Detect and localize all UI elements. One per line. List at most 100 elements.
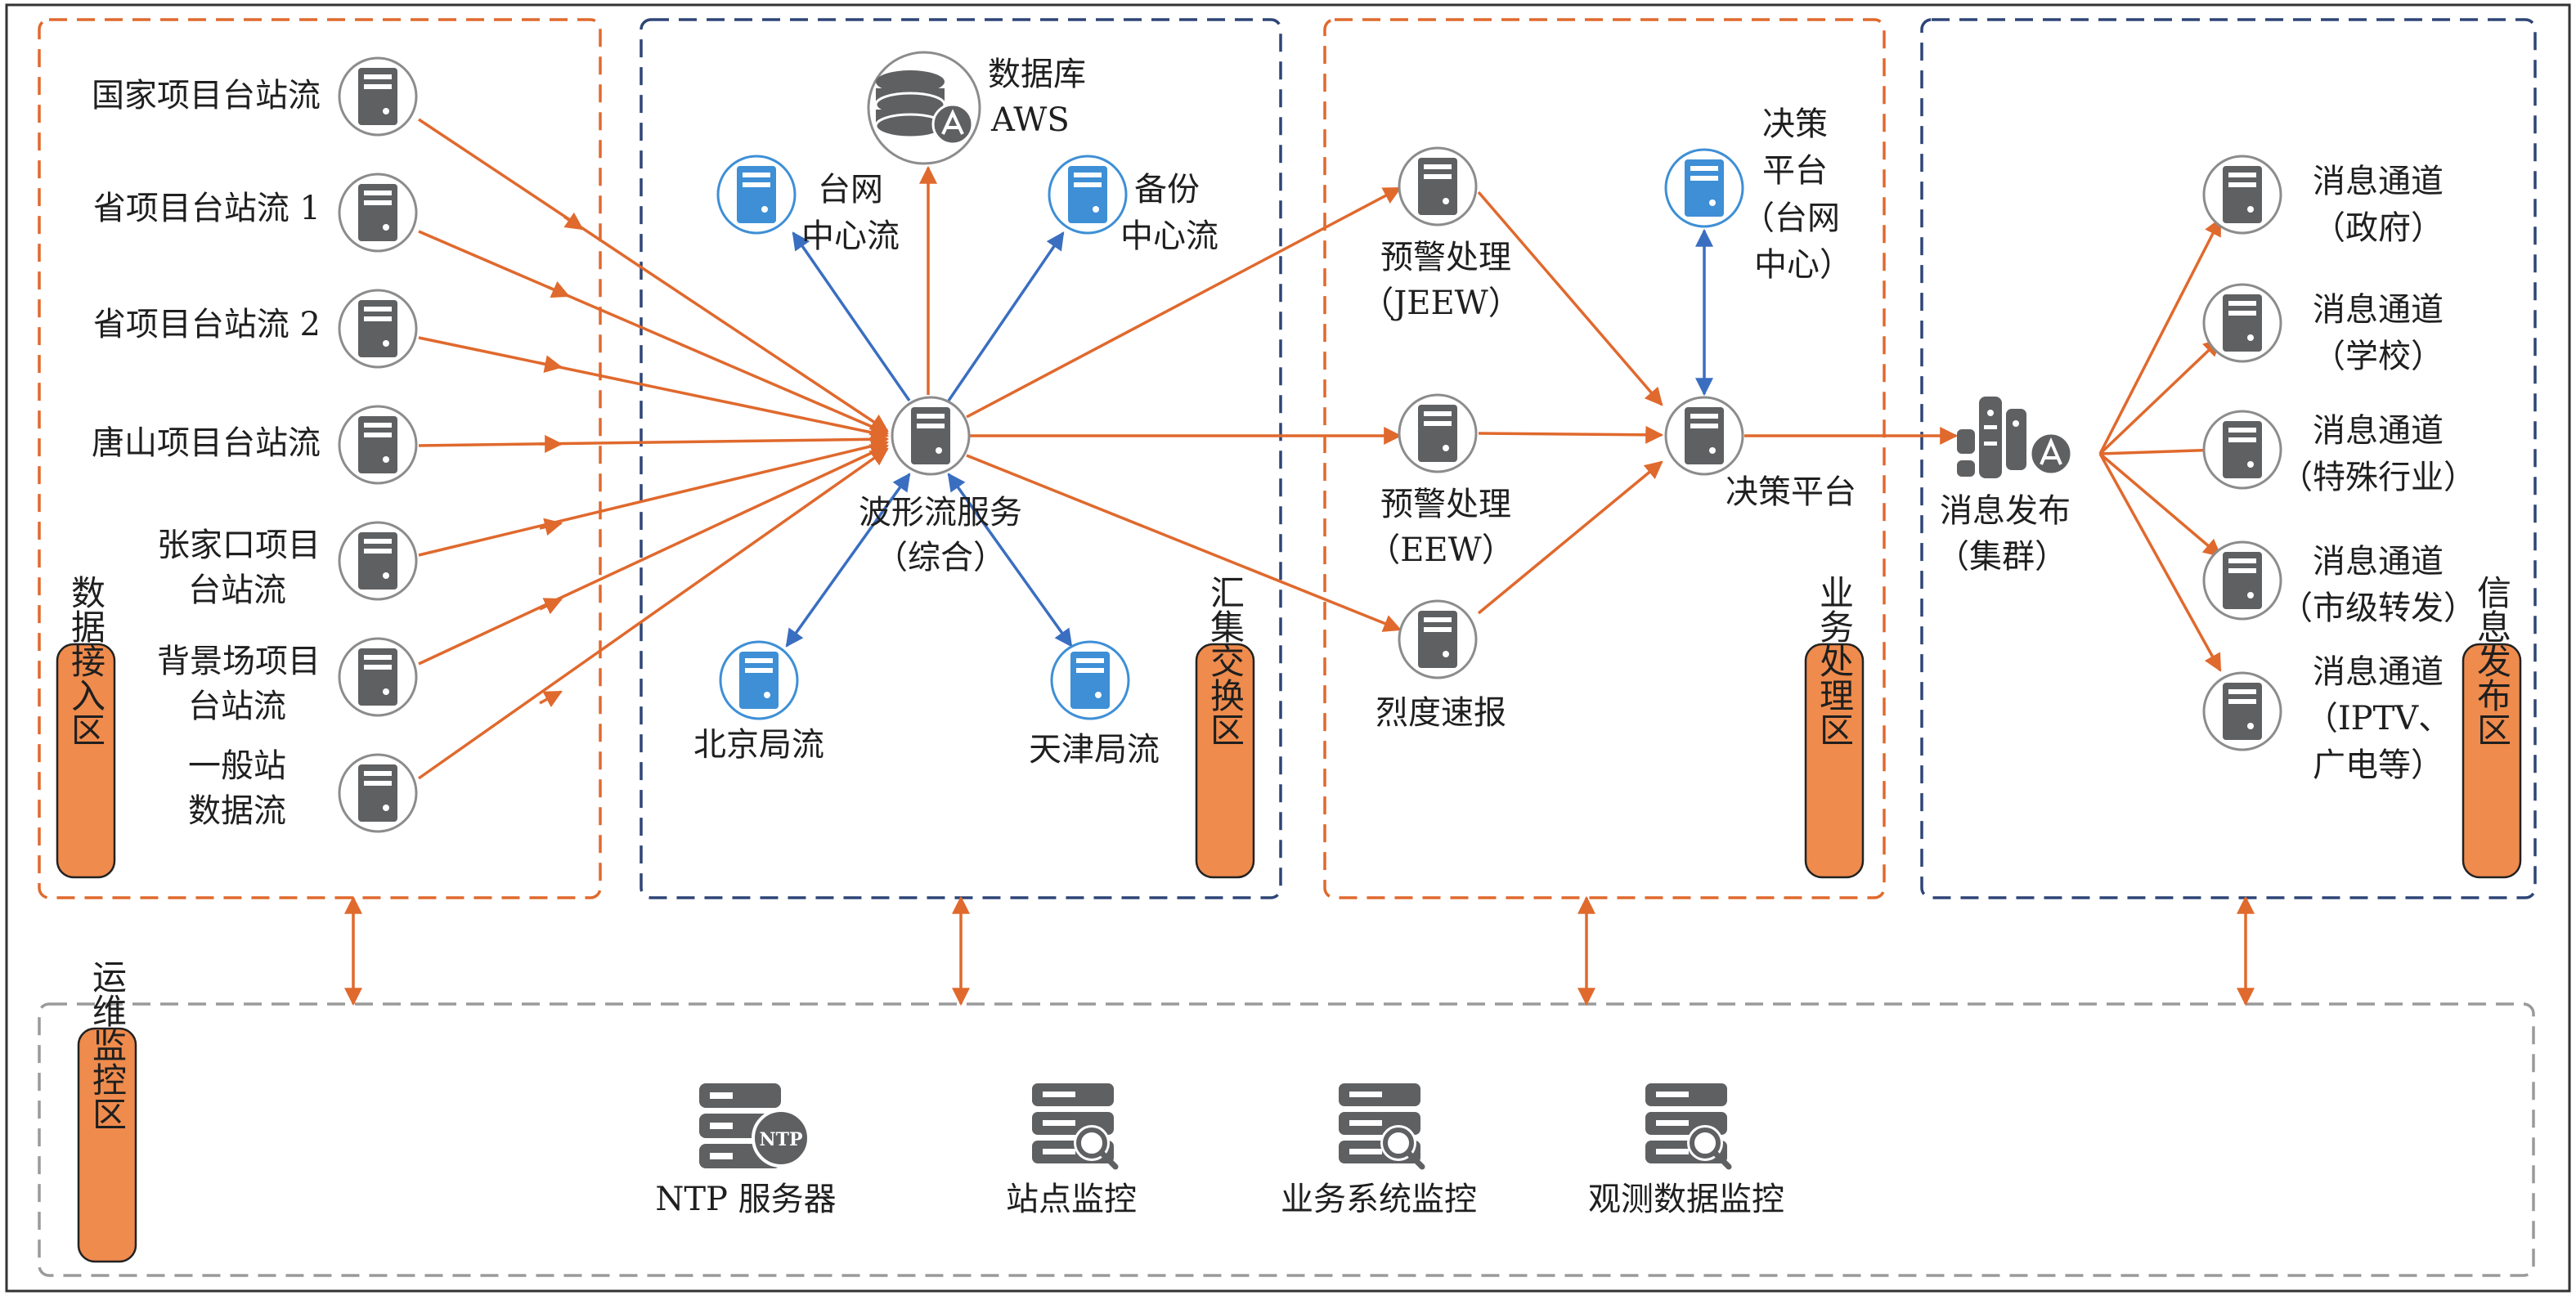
obs-data-monitor-icon	[1645, 1083, 1732, 1170]
server-icon	[338, 637, 418, 717]
zone-publish-box	[1920, 18, 2537, 899]
jeew-label-1: 预警处理	[1380, 239, 1511, 276]
station-monitor-label: 站点监控	[1006, 1181, 1137, 1218]
svg-text:（IPTV、: （IPTV、	[2305, 700, 2451, 737]
ntp-server-icon: NTP	[699, 1083, 810, 1168]
beijing-stream-label: 北京局流	[693, 726, 824, 764]
svg-text:消息通道: 消息通道	[2313, 653, 2444, 691]
svg-text:汇集交换区: 汇集交换区	[1205, 575, 1245, 746]
outer-frame	[5, 3, 2571, 1293]
svg-text:运维监控区: 运维监控区	[88, 959, 128, 1131]
svg-text:消息通道: 消息通道	[2313, 543, 2444, 581]
zone-ops-box	[38, 1002, 2535, 1277]
server-icon	[338, 56, 418, 137]
decision-top-label-1: 决策	[1762, 105, 1828, 143]
decision-top-label-3: （台网	[1742, 199, 1840, 237]
database-icon	[867, 51, 981, 165]
server-icon	[1398, 393, 1478, 473]
server-icon	[1664, 396, 1744, 476]
svg-text:消息通道: 消息通道	[2313, 291, 2444, 329]
server-icon	[338, 173, 418, 253]
eew-label-2: （EEW）	[1367, 531, 1515, 569]
ingest-arrow-mid-markers	[539, 212, 584, 708]
ingest-stream-province-1: 省项目台站流 1	[93, 190, 321, 227]
svg-text:消息通道: 消息通道	[2313, 163, 2444, 200]
ingest-stream-zhangjiakou-line2: 台站流	[188, 572, 286, 609]
database-aws-node: 数据库 AWS	[867, 51, 1086, 165]
server-icon	[716, 155, 797, 235]
server-icon	[1050, 640, 1130, 720]
ingest-labels: 国家项目台站流 省项目台站流 1 省项目台站流 2 唐山项目台站流 张家口项目 …	[92, 77, 321, 830]
server-icon	[1048, 155, 1128, 235]
publish-hub-label-1: 消息发布	[1940, 492, 2071, 530]
svg-text:NTP: NTP	[759, 1129, 802, 1150]
svg-text:业务处理区: 业务处理区	[1815, 575, 1855, 746]
center-stream-label-2: 中心流	[801, 217, 900, 255]
server-icon	[2202, 155, 2282, 235]
cluster-icon	[1957, 397, 2073, 478]
server-icon	[1664, 148, 1744, 228]
svg-text:信息发布区: 信息发布区	[2472, 575, 2512, 746]
eew-label-1: 预警处理	[1380, 486, 1511, 523]
ingest-stream-general-line2: 数据流	[188, 792, 286, 830]
zone-business-box	[1323, 18, 1886, 899]
center-stream-label-1: 台网	[818, 171, 883, 208]
svg-text:AWS: AWS	[990, 101, 1070, 139]
svg-text:消息通道: 消息通道	[2313, 412, 2444, 450]
ingest-stream-national: 国家项目台站流	[92, 77, 321, 114]
publish-hub-label-2: （集群）	[1936, 538, 2067, 576]
backup-stream-label-2: 中心流	[1120, 217, 1218, 255]
server-icon	[1398, 599, 1478, 679]
wave-service-label-2: （综合）	[875, 539, 1006, 576]
zone-label-ops: 运维监控区	[77, 959, 137, 1263]
zone-label-exchange: 汇集交换区	[1195, 575, 1255, 879]
ingest-stream-general-line1: 一般站	[188, 747, 286, 785]
server-icon	[2202, 540, 2282, 621]
business-arrows	[1477, 191, 1959, 615]
ingest-stream-background-line1: 背景场项目	[157, 643, 321, 680]
svg-text:数据接入区: 数据接入区	[66, 575, 106, 746]
tianjin-stream-label: 天津局流	[1029, 731, 1160, 769]
obs-data-monitor-label: 观测数据监控	[1588, 1181, 1784, 1218]
ntp-server-label: NTP 服务器	[655, 1181, 836, 1218]
zone-label-ingest: 数据接入区	[56, 575, 116, 879]
svg-text:（政府）: （政府）	[2313, 209, 2444, 247]
ingest-stream-zhangjiakou-line1: 张家口项目	[157, 527, 321, 564]
zone-label-publish: 信息发布区	[2462, 575, 2522, 879]
backup-stream-label-1: 备份	[1134, 171, 1200, 208]
zone-ingest-box	[38, 18, 602, 899]
server-icon	[1398, 146, 1478, 226]
wave-service-label-1: 波形流服务	[859, 494, 1022, 531]
publish-arrows	[2098, 217, 2223, 672]
ingest-stream-tangshan: 唐山项目台站流	[92, 424, 321, 462]
svg-text:（学校）: （学校）	[2313, 338, 2444, 375]
jeew-label-2: （JEEW）	[1361, 285, 1521, 322]
publish-channel-labels: 消息通道 （政府） 消息通道 （学校） 消息通道 （特殊行业） 消息通道 （市级…	[2280, 163, 2476, 784]
zone-label-business: 业务处理区	[1804, 575, 1865, 879]
server-icon	[2202, 671, 2282, 751]
exchange-arrows	[785, 165, 1402, 648]
server-icon	[338, 405, 418, 485]
decision-platform-label: 决策平台	[1726, 473, 1856, 511]
svg-text:（特殊行业）: （特殊行业）	[2280, 459, 2476, 496]
system-monitor-icon	[1339, 1083, 1425, 1170]
ingest-stream-province-2: 省项目台站流 2	[93, 306, 321, 343]
svg-text:数据库: 数据库	[988, 56, 1086, 93]
server-icon	[338, 521, 418, 601]
station-monitor-icon	[1032, 1083, 1119, 1170]
svg-text:（市级转发）: （市级转发）	[2280, 589, 2476, 627]
svg-text:广电等）: 广电等）	[2313, 746, 2444, 784]
server-icon	[2202, 283, 2282, 363]
system-monitor-label: 业务系统监控	[1281, 1181, 1477, 1218]
ops-link-arrows	[344, 895, 2255, 1006]
ingest-stream-background-line2: 台站流	[188, 688, 286, 725]
server-icon	[2202, 410, 2282, 490]
ingest-servers	[338, 56, 418, 833]
server-icon	[719, 640, 799, 720]
decision-top-label-4: 中心）	[1754, 246, 1852, 284]
server-icon	[338, 289, 418, 369]
decision-top-label-2: 平台	[1762, 152, 1828, 190]
server-icon	[338, 753, 418, 833]
